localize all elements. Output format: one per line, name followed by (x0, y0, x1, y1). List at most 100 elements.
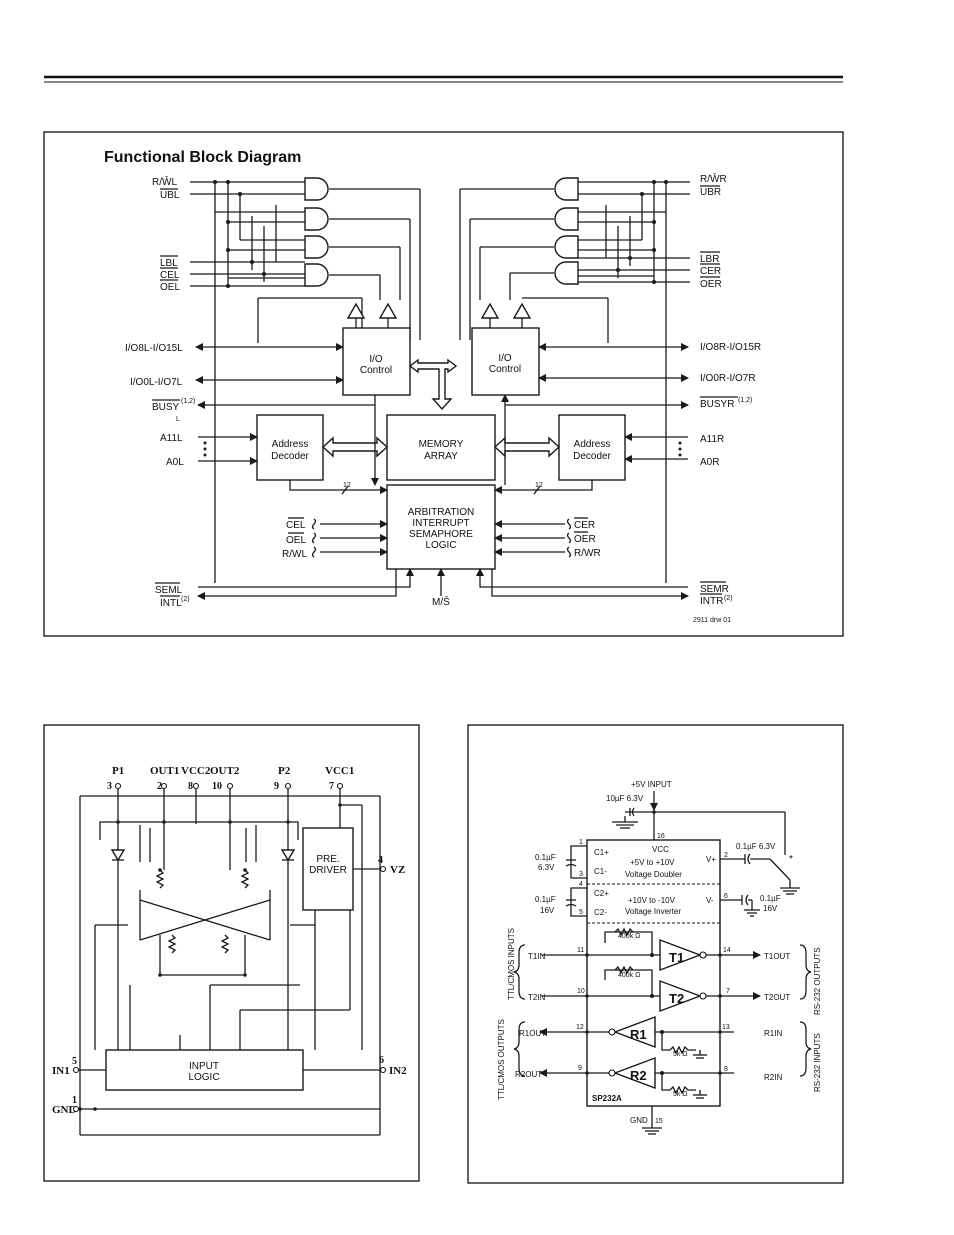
doubler-label-2: Voltage Doubler (625, 870, 682, 879)
r2in-label: R2IN (764, 1073, 782, 1082)
pin4-num: 4 (579, 881, 583, 888)
pin3-num: 3 (579, 871, 583, 878)
pin-vcc1: VCC1 (325, 765, 354, 777)
bottom-right-frame (467, 724, 844, 1184)
cap2-voltage: 16V (540, 906, 555, 915)
arb-in-oe-left: OEL (286, 535, 306, 546)
vcc-label: VCC (652, 845, 669, 854)
memory-array-label-1: MEMORY (419, 439, 464, 450)
label-ub-right: UBR (700, 187, 721, 198)
vplus-label: V+ (706, 855, 716, 864)
pin5-num: 5 (579, 909, 583, 916)
bus-width-right: 12 (535, 482, 543, 489)
label-busy-left: BUSY (152, 402, 180, 413)
label-rw-left: R/W̄L (152, 175, 177, 188)
label-a0-right: A0R (700, 457, 719, 468)
supply-label: +5V INPUT (631, 780, 672, 789)
pin-out2-num: 10 (212, 781, 222, 792)
memory-array-label-2: ARRAY (424, 451, 458, 462)
input-logic-label-1: INPUT (189, 1061, 219, 1072)
label-rw-right: R/W̄R (700, 172, 727, 185)
pin-vcc2: VCC2 (181, 765, 211, 777)
io-control-right-label-2: Control (489, 364, 521, 375)
driver-schematic: P1 3 OUT1 2 VCC2 8 OUT2 10 P2 9 VCC1 7 V… (43, 724, 420, 1182)
arb-in-rw-right: R/WR (574, 548, 601, 559)
inverter-label-2: Voltage Inverter (625, 907, 681, 916)
c1-plus-label: C1+ (594, 848, 609, 857)
label-ce-left: CEL (160, 270, 180, 281)
arbitration-label-3: SEMAPHORE (409, 529, 473, 540)
bus-width-left: 12 (343, 482, 351, 489)
cap-vminus-voltage: 16V (763, 904, 778, 913)
label-a11-left: A11L (160, 433, 183, 444)
rs232-outputs-label: RS-232 OUTPUTS (813, 947, 822, 1015)
pin7-num: 7 (726, 988, 730, 995)
r5k-2-label: 5k Ω (673, 1091, 688, 1098)
pin8-num: 8 (724, 1066, 728, 1073)
arb-in-ce-right: CER (574, 520, 595, 531)
pin1-num: 1 (579, 839, 583, 846)
t1in-label: T1IN (528, 952, 546, 961)
figure-code: 2911 drw 01 (693, 617, 731, 624)
c2-minus-label: C2- (594, 908, 607, 917)
label-int-left-sup: (2) (181, 596, 190, 603)
pre-driver-block (302, 827, 354, 911)
inverter-label-1: +10V to -10V (628, 896, 676, 905)
r1out-label: R1OUT (519, 1029, 546, 1038)
label-sem-right: SEMR (700, 584, 729, 595)
pin-in1-num: 5 (72, 1056, 77, 1067)
cap1-label: 0.1µF (535, 853, 556, 862)
pin16-label: 16 (657, 833, 665, 840)
io-control-right-label-1: I/O (498, 353, 512, 364)
label-int-left: INTL (160, 598, 182, 609)
label-lb-left: LBL (160, 258, 178, 269)
pin-out1: OUT1 (150, 765, 179, 777)
label-busy-right: BUSYR (700, 399, 734, 410)
right-gate-logic (459, 177, 690, 343)
address-decoder-left (256, 414, 324, 481)
t2in-label: T2IN (528, 993, 546, 1002)
chip-name: SP232A (592, 1094, 622, 1103)
gnd-label: GND (630, 1116, 648, 1125)
address-decoder-right (558, 414, 626, 481)
pin2-num: 2 (724, 852, 728, 859)
label-busy-left-sub: L (176, 416, 180, 423)
ttl-outputs-label: TTL/CMOS OUTPUTS (497, 1019, 506, 1100)
arb-in-rw-left: R/WL (282, 549, 307, 560)
address-decoder-right-label-2: Decoder (573, 451, 611, 462)
r1in-label: R1IN (764, 1029, 782, 1038)
label-oe-right: OER (700, 279, 722, 290)
top-frame (43, 131, 844, 637)
label-oe-left: OEL (160, 282, 180, 293)
arb-in-ce-left: CEL (286, 520, 306, 531)
pin-out1-num: 2 (157, 781, 162, 792)
address-decoder-left-label-2: Decoder (271, 451, 309, 462)
arbitration-label-1: ARBITRATION (408, 507, 474, 518)
functional-block-diagram: Functional Block Diagram R/W̄L UBL LBL C… (43, 131, 844, 637)
label-io-hi-left: I/O8L-I/O15L (125, 343, 183, 354)
label-int-right-sup: (2) (724, 595, 733, 602)
arb-in-oe-right: OER (574, 534, 596, 545)
c2-plus-label: C2+ (594, 889, 609, 898)
cap2-label: 0.1µF (535, 895, 556, 904)
t2out-label: T2OUT (764, 993, 790, 1002)
pin-p2-num: 9 (274, 781, 279, 792)
pin14-num: 14 (723, 947, 731, 954)
pin11-num: 11 (577, 947, 584, 954)
label-busy-right-sup: (1,2) (738, 397, 752, 404)
pin-out2: OUT2 (210, 765, 240, 777)
cap-vminus-label: 0.1µF (760, 894, 781, 903)
label-sem-left: SEML (155, 585, 183, 596)
label-io-lo-left: I/O0L-I/O7L (130, 377, 183, 388)
pin-gnd: GND (52, 1104, 77, 1116)
cap-input-label: 10µF 6.3V (606, 794, 644, 803)
label-ce-right: CER (700, 266, 721, 277)
pin-p2: P2 (278, 765, 291, 777)
pin-p1-num: 3 (107, 781, 112, 792)
sp232a-schematic: +5V INPUT 10µF 6.3V 16 VCC +5V to +10V V… (467, 724, 844, 1184)
pin9-num: 9 (578, 1065, 582, 1072)
cap1-voltage: 6.3V (538, 863, 555, 872)
label-lb-right: LBR (700, 254, 719, 265)
label-a0-left: A0L (166, 457, 184, 468)
pre-driver-label-2: DRIVER (309, 865, 347, 876)
